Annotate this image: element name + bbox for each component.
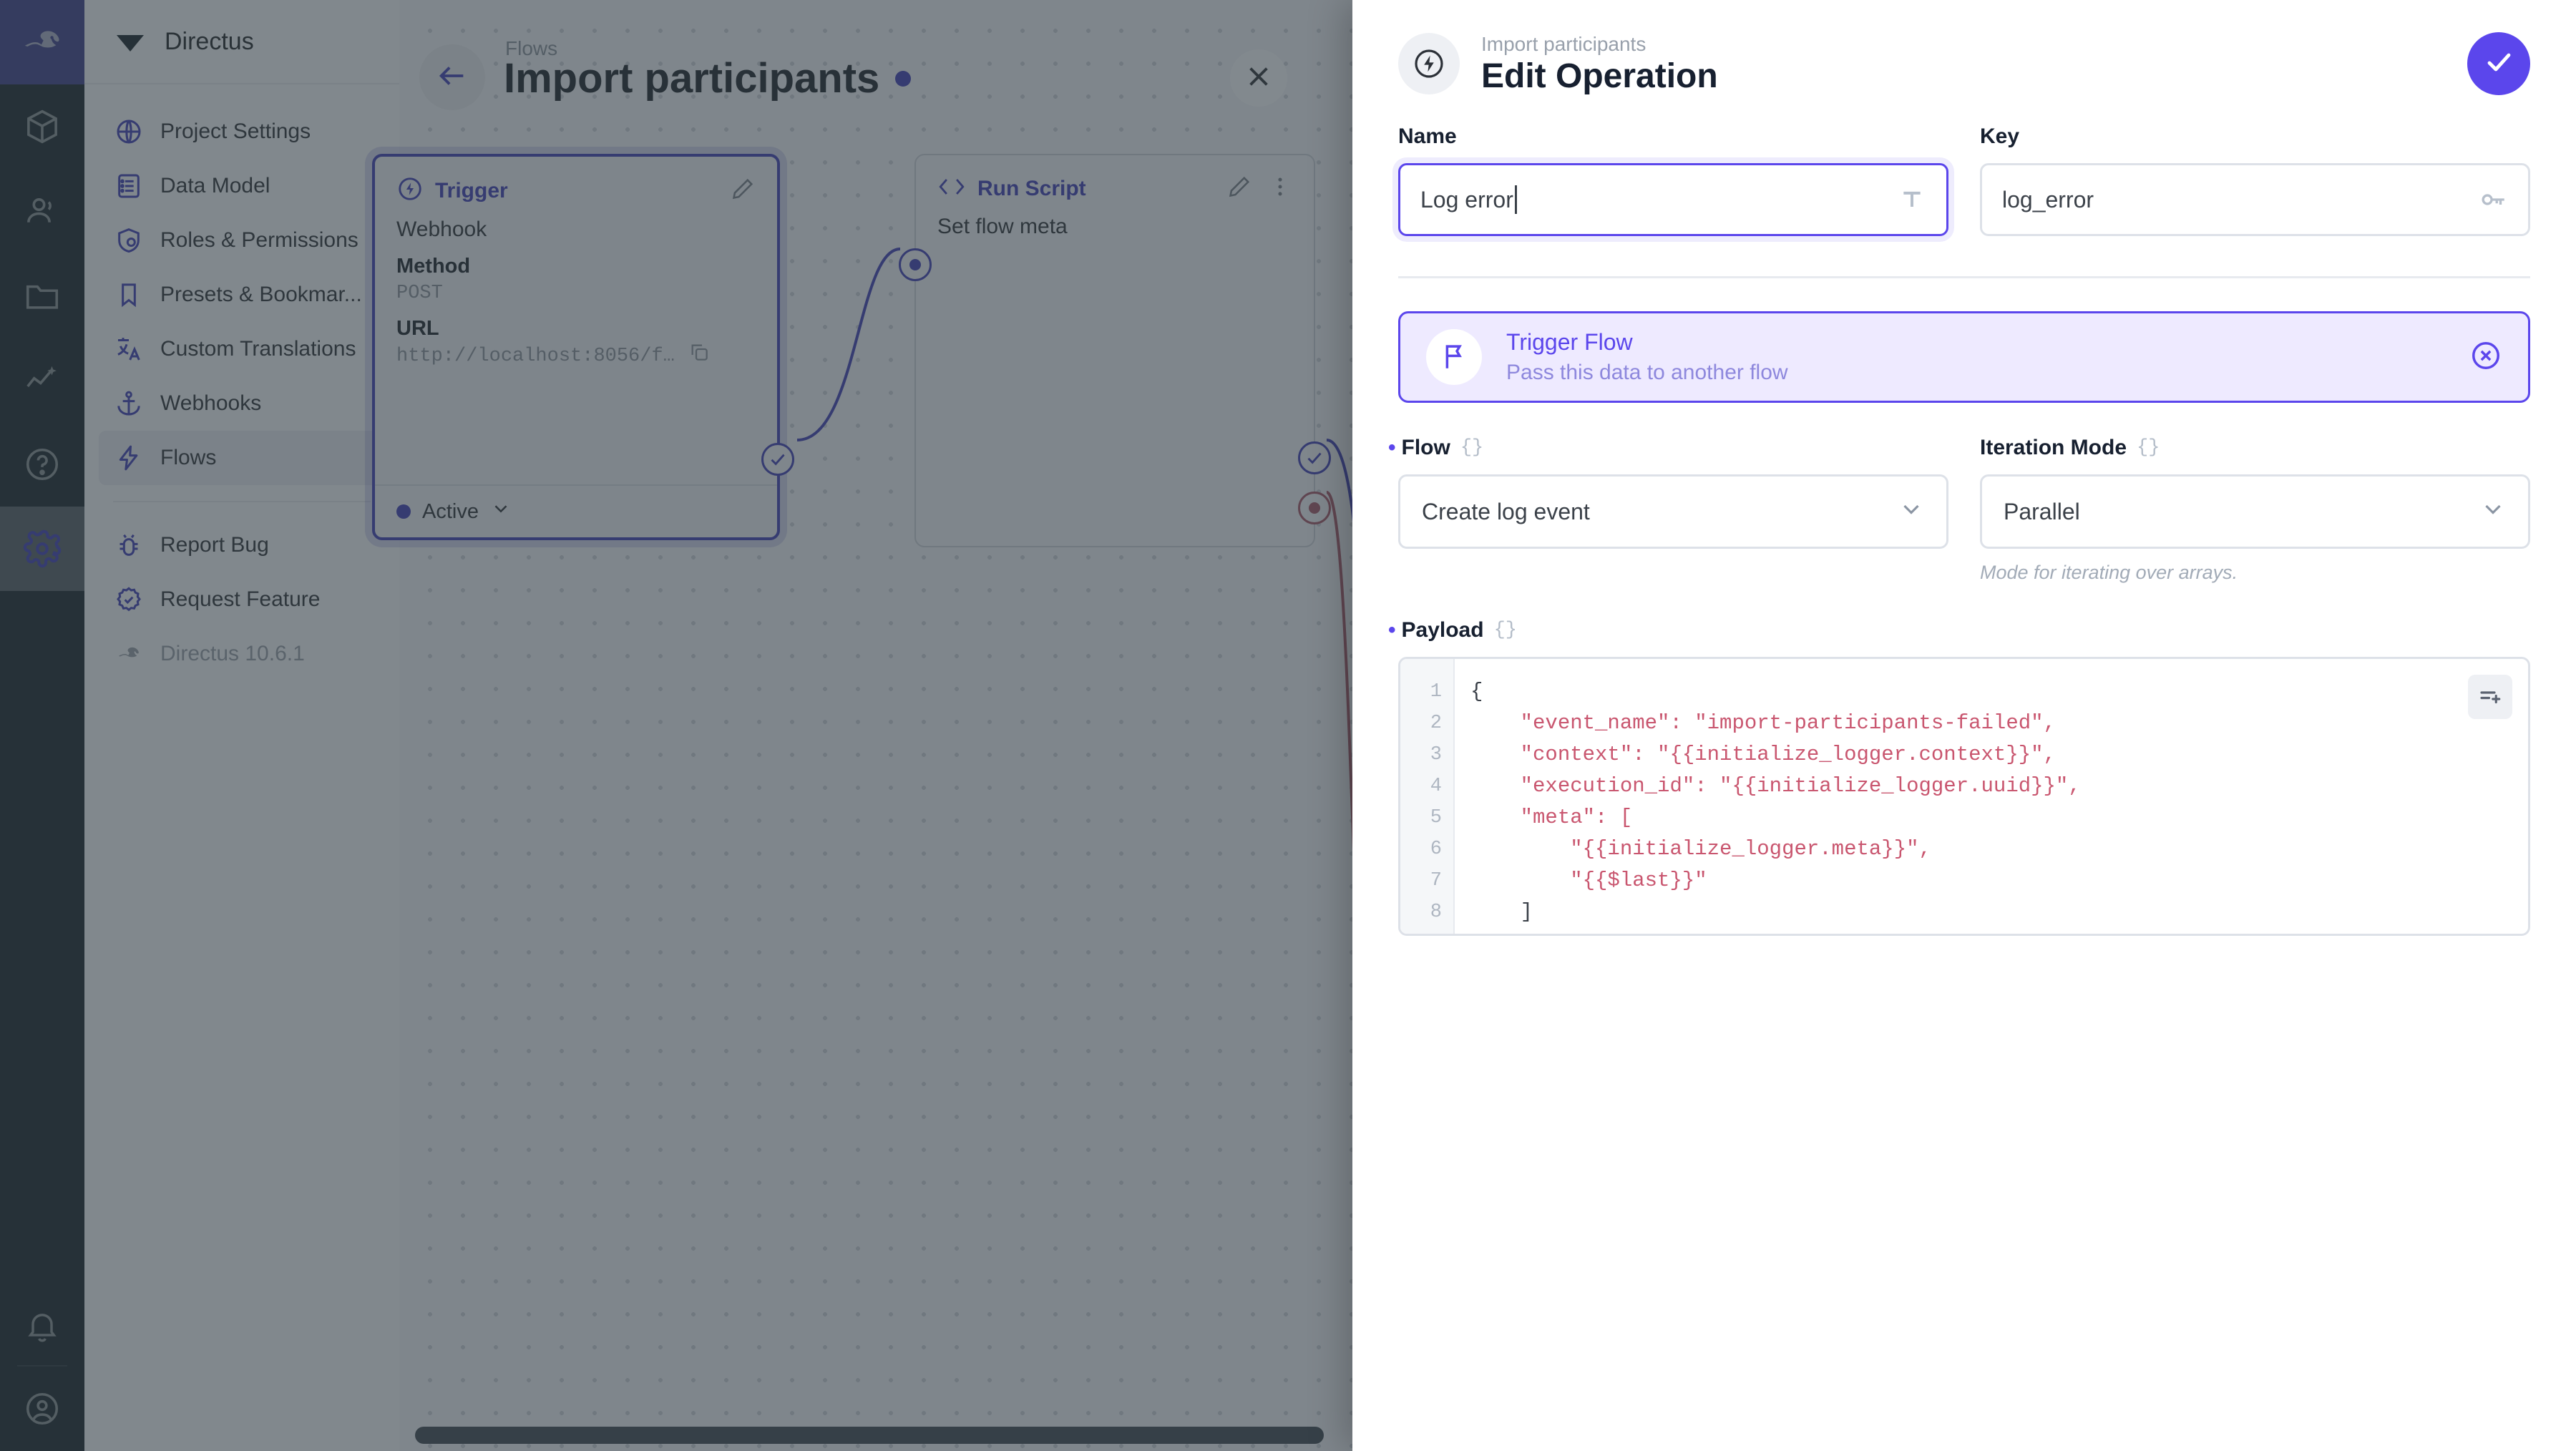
braces-icon: {}	[1493, 620, 1517, 642]
flow-field-group: Flow {} Create log event	[1398, 436, 1948, 584]
operation-type-subtitle: Pass this data to another flow	[1506, 360, 1788, 384]
key-label: Key	[1980, 124, 2530, 149]
code-line-number: 5	[1430, 807, 1442, 829]
edit-operation-drawer: Import participants Edit Operation Name …	[1352, 0, 2576, 1451]
chevron-down-icon	[2479, 495, 2507, 528]
code-line: "{{$last}}"	[1470, 869, 1707, 893]
flow-select[interactable]: Create log event	[1398, 474, 1948, 549]
key-input-value: log_error	[2002, 186, 2094, 212]
payload-label: Payload {}	[1398, 618, 2530, 643]
code-content[interactable]: { "event_name": "import-participants-fai…	[1455, 659, 2528, 934]
code-line-number: 3	[1430, 744, 1442, 766]
code-line-number: 2	[1430, 713, 1442, 735]
drawer-body: Name Log error Key log_error	[1352, 96, 2576, 937]
operation-type-title: Trigger Flow	[1506, 329, 1633, 356]
trigger-bolt-circle-icon	[1398, 33, 1460, 95]
clear-operation-type-button[interactable]	[2469, 339, 2502, 376]
flow-iteration-row: Flow {} Create log event Iteration Mode …	[1398, 436, 2530, 584]
section-divider	[1398, 276, 2530, 279]
code-line: }	[1470, 928, 2528, 934]
key-field-group: Key log_error	[1980, 124, 2530, 237]
key-label-text: Key	[1980, 124, 2020, 149]
code-line-number: 7	[1430, 870, 1442, 892]
operation-type-text: Trigger Flow Pass this data to another f…	[1506, 327, 1788, 387]
iteration-label: Iteration Mode {}	[1980, 436, 2530, 460]
code-line: "meta": [	[1470, 806, 1633, 830]
flow-select-value: Create log event	[1422, 498, 1590, 524]
drawer-subtitle: Import participants	[1481, 33, 1646, 55]
insert-lines-icon[interactable]	[2468, 675, 2512, 720]
code-line-number: 6	[1430, 839, 1442, 861]
braces-icon: {}	[1460, 437, 1484, 459]
name-label-text: Name	[1398, 124, 1457, 149]
close-circle-icon	[2469, 339, 2502, 376]
iteration-mode-value: Parallel	[2004, 498, 2080, 524]
code-line-number: 4	[1430, 776, 1442, 798]
flow-label-text: Flow	[1401, 436, 1450, 460]
code-line-number: 8	[1430, 902, 1442, 924]
payload-label-text: Payload	[1401, 618, 1484, 643]
code-line-number: 1	[1430, 681, 1442, 703]
iteration-label-text: Iteration Mode	[1980, 436, 2127, 460]
iteration-field-group: Iteration Mode {} Parallel Mode for iter…	[1980, 436, 2530, 584]
drawer-title: Edit Operation	[1481, 57, 1718, 95]
flag-icon	[1426, 329, 1482, 386]
iteration-mode-select[interactable]: Parallel	[1980, 474, 2530, 549]
payload-code-editor[interactable]: 1 2 3 4 5 6 7 8 9 { "event_name": "import-partic…	[1398, 657, 2530, 937]
code-line-numbers: 1 2 3 4 5 6 7 8 9	[1400, 659, 1455, 934]
name-input-value: Log error	[1420, 186, 1513, 212]
code-line: "{{initialize_logger.meta}}",	[1470, 837, 1931, 861]
save-button[interactable]	[2467, 32, 2530, 96]
drawer-header: Import participants Edit Operation	[1352, 0, 2576, 96]
flow-label: Flow {}	[1398, 436, 1948, 460]
name-input[interactable]: Log error	[1398, 163, 1948, 237]
text-format-icon	[1898, 185, 1926, 214]
check-icon	[2482, 45, 2516, 83]
text-caret	[1514, 185, 1517, 215]
code-line-number: 9	[1400, 928, 1453, 934]
chevron-down-icon	[1898, 495, 1925, 528]
name-field-group: Name Log error	[1398, 124, 1948, 237]
key-icon	[2478, 185, 2508, 215]
code-editor-inner: 1 2 3 4 5 6 7 8 9 { "event_name": "import-partic…	[1400, 659, 2528, 934]
code-line: "context": "{{initialize_logger.context}…	[1470, 743, 2056, 767]
code-line: "execution_id": "{{initialize_logger.uui…	[1470, 774, 2081, 798]
braces-icon: {}	[2137, 437, 2160, 459]
name-label: Name	[1398, 124, 1948, 149]
code-line: {	[1470, 680, 1483, 704]
operation-type-card[interactable]: Trigger Flow Pass this data to another f…	[1398, 311, 2530, 404]
code-line: ]	[1470, 900, 1533, 924]
key-input[interactable]: log_error	[1980, 163, 2530, 237]
code-line: "event_name": "import-participants-faile…	[1470, 711, 2056, 736]
drawer-title-group: Import participants Edit Operation	[1481, 31, 1718, 96]
payload-field-group: Payload {} 1 2 3 4 5 6 7 8 9 { "event_name": "im…	[1398, 618, 2530, 937]
name-key-row: Name Log error Key log_error	[1398, 124, 2530, 237]
iteration-mode-hint: Mode for iterating over arrays.	[1980, 562, 2238, 584]
